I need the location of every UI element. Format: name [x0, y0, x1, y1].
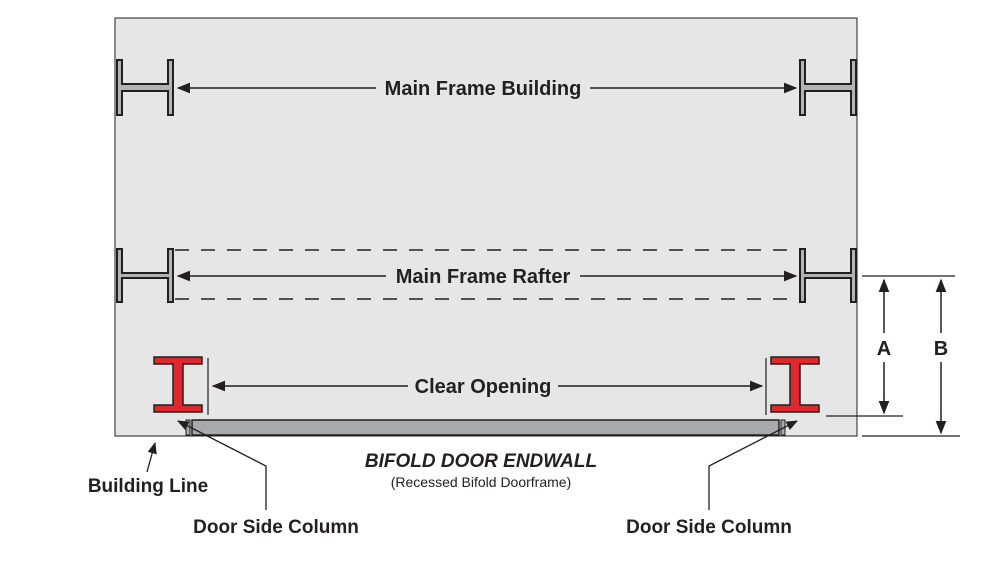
door-side-column-left-leader: [176, 420, 267, 510]
building-line-label: Building Line: [88, 476, 208, 497]
clear-opening-label: Clear Opening: [415, 376, 552, 398]
main-frame-rafter-beam-right: [799, 248, 857, 303]
main-frame-rafter-beam-left: [116, 248, 174, 303]
door-side-column-left-beam: [153, 356, 203, 413]
main-frame-building-label: Main Frame Building: [385, 78, 582, 100]
main-frame-rafter-label: Main Frame Rafter: [396, 266, 571, 288]
door-side-column-right-leader: [708, 420, 799, 510]
door-side-column-right-beam: [770, 356, 820, 413]
main-frame-building-beam-left: [116, 59, 174, 116]
dimension-a-label: A: [877, 338, 891, 360]
dimension-b-label: B: [934, 338, 948, 360]
main-frame-building-beam-right: [799, 59, 857, 116]
door-side-column-left-label: Door Side Column: [193, 517, 359, 538]
door-side-column-right-label: Door Side Column: [626, 517, 792, 538]
diagram-subtitle: (Recessed Bifold Doorframe): [391, 474, 572, 490]
building-line-leader: [146, 441, 157, 473]
diagram-title: BIFOLD DOOR ENDWALL: [365, 451, 597, 472]
bifold-door-panel: [191, 419, 780, 436]
